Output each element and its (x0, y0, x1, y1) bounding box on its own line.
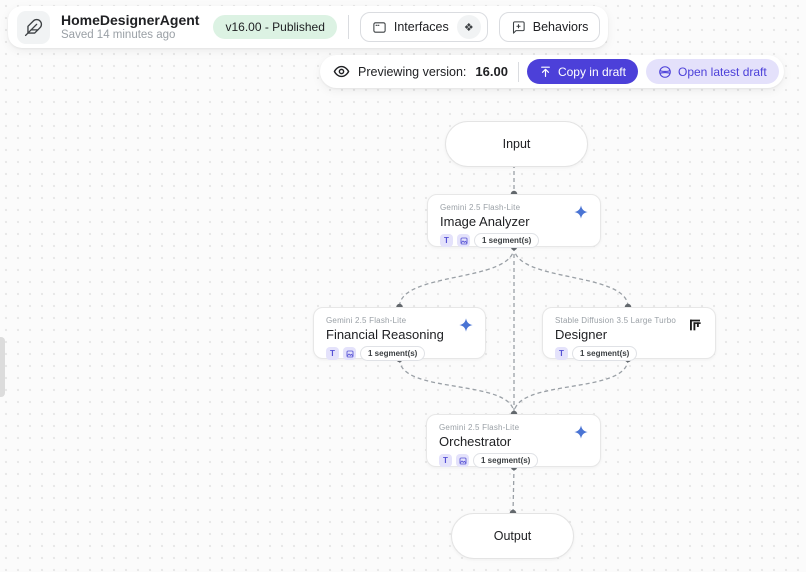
agent-logo (17, 10, 50, 44)
edge-orchestrator-output (512, 466, 515, 514)
segments-pill: 1 segment(s) (360, 346, 426, 361)
copy-in-draft-button[interactable]: Copy in draft (526, 59, 638, 84)
edge-analyzer-financial (398, 246, 515, 308)
saved-status: Saved 14 minutes ago (61, 28, 176, 41)
eye-icon (333, 65, 350, 78)
image-type-badge (343, 347, 356, 360)
open-latest-draft-label: Open latest draft (677, 64, 767, 79)
output-node-label: Output (493, 529, 532, 543)
text-type-badge: T (555, 347, 568, 360)
text-type-badge: T (440, 234, 453, 247)
agent-title-block: HomeDesignerAgent Saved 14 minutes ago (61, 12, 199, 43)
node-designer[interactable]: Stable Diffusion 3.5 Large Turbo Designe… (542, 307, 716, 361)
stability-ai-logo (690, 319, 701, 331)
segments-pill: 1 segment(s) (572, 346, 638, 361)
drafts-stack-icon (659, 65, 671, 78)
published-version-badge[interactable]: v16.00 - Published (213, 15, 337, 39)
open-latest-draft-button[interactable]: Open latest draft (645, 59, 779, 84)
edge-financial-orchestrator (398, 358, 515, 415)
node-badges: T 1 segment(s) (440, 233, 588, 248)
header-divider (347, 15, 349, 39)
preview-bar: Previewing version: 16.00 Copy in draft … (320, 55, 784, 88)
edge-designer-orchestrator (513, 358, 629, 415)
text-type-badge: T (439, 454, 452, 467)
node-model-label: Gemini 2.5 Flash-Lite (326, 316, 407, 325)
node-title: Image Analyzer (440, 214, 530, 229)
node-financial-reasoning[interactable]: Gemini 2.5 Flash-Lite Financial Reasonin… (313, 307, 486, 361)
behaviors-button-label: Behaviors (532, 20, 589, 34)
previewing-version-number: 16.00 (475, 64, 508, 79)
node-model-label: Gemini 2.5 Flash-Lite (439, 423, 520, 432)
node-title: Orchestrator (439, 434, 512, 449)
node-badges: T 1 segment(s) (326, 346, 473, 361)
agent-header-card: HomeDesignerAgent Saved 14 minutes ago v… (8, 6, 609, 48)
node-badges: T 1 segment(s) (439, 453, 588, 468)
text-type-badge: T (326, 347, 339, 360)
window-icon (373, 21, 386, 33)
interfaces-button-label: Interfaces (393, 20, 449, 34)
behaviors-button[interactable]: Behaviors (498, 12, 601, 42)
left-edge-panel-handle[interactable] (0, 337, 5, 397)
image-type-badge (457, 234, 470, 247)
edge-analyzer-designer (513, 246, 629, 308)
node-model-label: Gemini 2.5 Flash-Lite (440, 203, 521, 212)
gemini-sparkle-icon (459, 318, 473, 332)
interfaces-button[interactable]: Interfaces ❖ (359, 12, 488, 42)
copy-in-draft-label: Copy in draft (557, 64, 626, 79)
message-plus-icon (512, 20, 525, 34)
input-node[interactable]: Input (445, 121, 588, 167)
node-badges: T 1 segment(s) (555, 346, 703, 361)
feather-icon (24, 18, 43, 36)
gemini-sparkle-icon (574, 425, 588, 439)
input-node-label: Input (502, 137, 531, 151)
segments-pill: 1 segment(s) (474, 233, 540, 248)
preview-divider (517, 61, 519, 82)
upload-arrow-icon (541, 66, 550, 77)
deploy-icon: ❖ (456, 15, 481, 39)
node-orchestrator[interactable]: Gemini 2.5 Flash-Lite Orchestrator T 1 s… (426, 414, 601, 468)
node-image-analyzer[interactable]: Gemini 2.5 Flash-Lite Image Analyzer T 1… (427, 194, 601, 248)
gemini-sparkle-icon (574, 205, 588, 219)
agent-name: HomeDesignerAgent (61, 11, 200, 28)
node-model-label: Stable Diffusion 3.5 Large Turbo (555, 316, 676, 325)
segments-pill: 1 segment(s) (473, 453, 539, 468)
output-node[interactable]: Output (451, 513, 574, 559)
previewing-label: Previewing version: (358, 64, 467, 79)
node-title: Designer (555, 327, 608, 342)
image-type-badge (456, 454, 469, 467)
node-title: Financial Reasoning (326, 327, 444, 342)
